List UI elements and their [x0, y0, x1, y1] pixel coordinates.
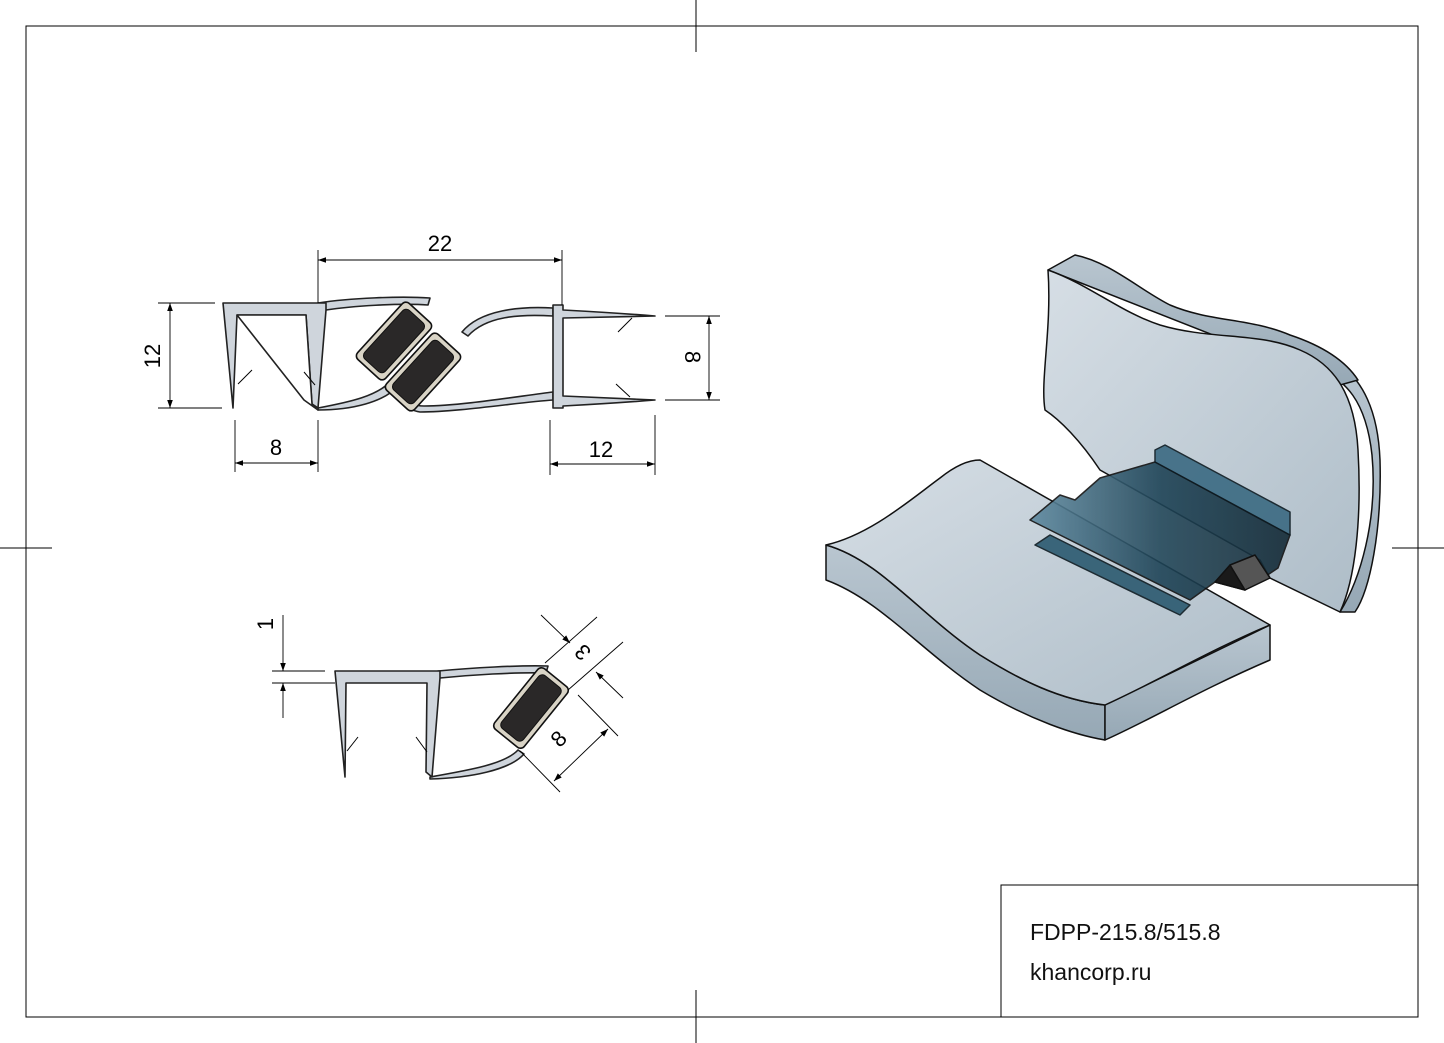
magnet-right [384, 332, 462, 412]
dim-overall-label: 22 [428, 231, 452, 256]
profile-bottom-assembly: 1 3 8 [253, 614, 624, 793]
magnet-single [492, 666, 570, 750]
website: khancorp.ru [1030, 959, 1151, 985]
dim-magnet-width-label: 8 [546, 726, 572, 752]
profile-top-assembly: 22 12 8 12 8 [140, 231, 720, 475]
dim-right-width-label: 12 [589, 437, 613, 462]
isometric-view [825, 254, 1381, 741]
drawing-frame [25, 25, 1419, 1018]
title-block [1000, 884, 1419, 1018]
dim-height-right-label: 8 [680, 351, 705, 363]
part-number: FDPP-215.8/515.8 [1030, 919, 1221, 945]
dim-magnet-thickness-label: 3 [570, 639, 596, 665]
dimension-lines-top [158, 250, 720, 475]
dim-channel-width-label: 8 [270, 435, 282, 460]
dim-wall-label: 1 [253, 618, 278, 630]
glass-plate-horizontal [825, 459, 1271, 706]
magnet-left [355, 301, 433, 381]
dimension-lines-bottom [272, 614, 624, 793]
dim-height-left-label: 12 [140, 344, 165, 368]
